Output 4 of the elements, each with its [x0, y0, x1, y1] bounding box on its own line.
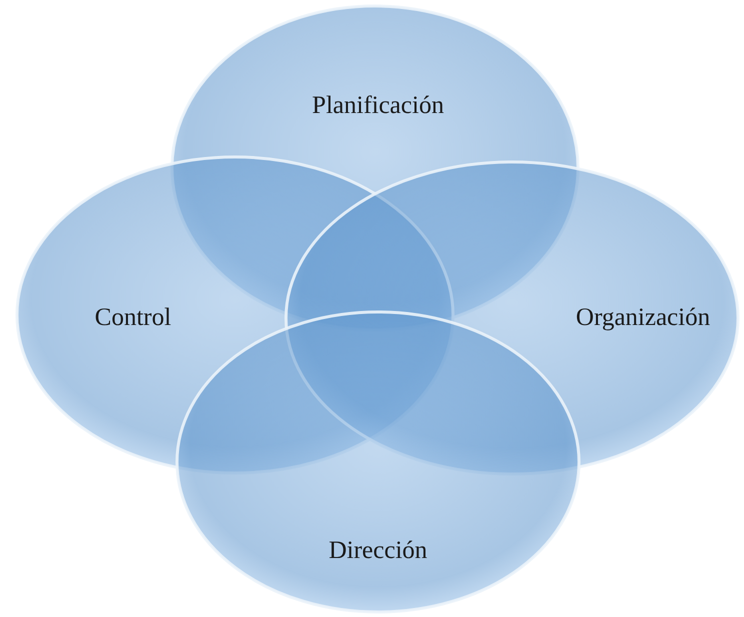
ellipse-label: Control — [94, 304, 172, 332]
ellipse-label: Planificación — [312, 92, 444, 120]
ellipse-label: Dirección — [328, 537, 428, 565]
ellipse-label: Organización — [576, 304, 710, 332]
